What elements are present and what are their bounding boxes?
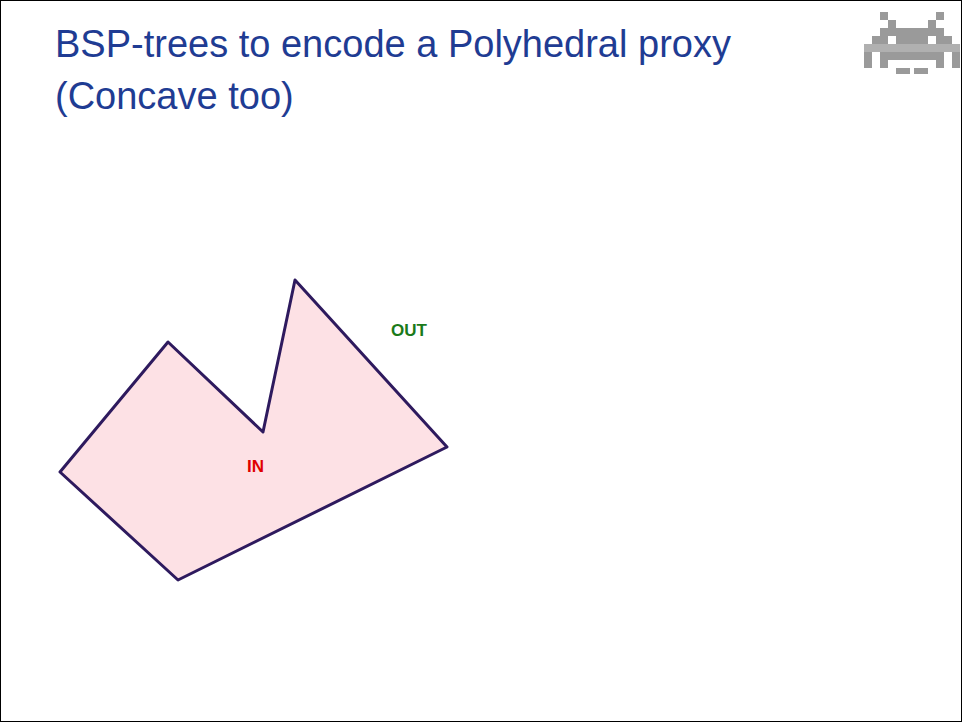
space-invader-icon (864, 12, 960, 74)
inside-label: IN (247, 457, 264, 477)
concave-polygon (60, 280, 447, 580)
outside-label: OUT (391, 321, 427, 341)
slide-title: BSP-trees to encode a Polyhedral proxy (… (55, 18, 835, 122)
